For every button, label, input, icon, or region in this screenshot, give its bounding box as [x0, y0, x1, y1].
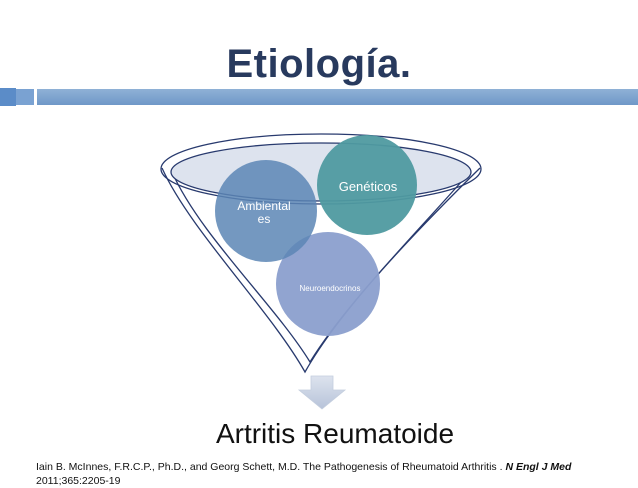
citation-authors: Iain B. McInnes, F.R.C.P., Ph.D., and Ge…	[36, 461, 503, 473]
down-arrow-icon	[297, 375, 347, 410]
title-underline-bar	[37, 89, 638, 105]
outcome-label: Artritis Reumatoide	[215, 418, 455, 449]
citation-journal: N Engl J Med	[505, 461, 572, 473]
factor-circle-geneticos	[317, 135, 417, 235]
factor-label-neuroendocrinos: Neuroendocrinos	[300, 284, 361, 293]
title-accent-block-secondary	[16, 89, 34, 105]
factor-label-geneticos: Genéticos	[339, 179, 398, 194]
factor-label-ambientales-line2: es	[258, 212, 271, 226]
citation-details: 2011;365:2205-19	[36, 475, 121, 487]
slide-title: Etiología.	[226, 42, 412, 86]
funnel-outline-inner	[171, 171, 471, 364]
factor-circle-neuroendocrinos	[276, 232, 380, 336]
citation: Iain B. McInnes, F.R.C.P., Ph.D., and Ge…	[36, 460, 636, 474]
factor-circle-ambientales	[215, 160, 317, 262]
funnel-outline-outer	[161, 167, 481, 374]
factor-label-ambientales-line1: Ambiental	[237, 199, 290, 213]
title-accent-block	[0, 88, 16, 106]
